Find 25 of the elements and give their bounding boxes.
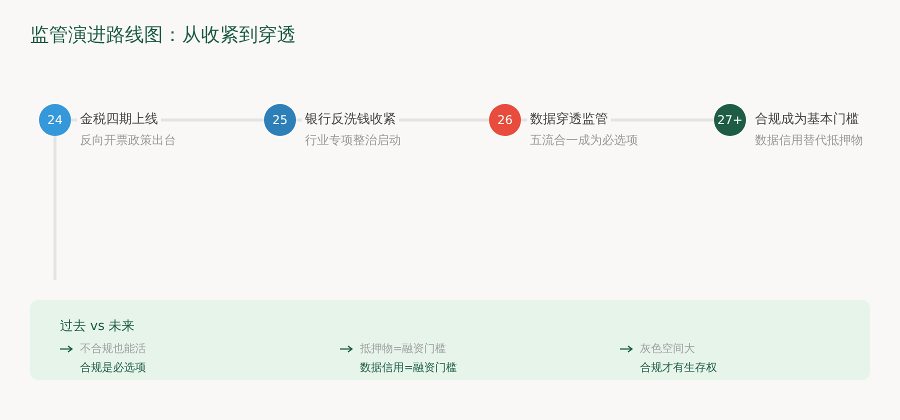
panel-heading: 过去 vs 未来 — [60, 318, 135, 335]
milestone-title: 银行反洗钱收紧 — [302, 112, 399, 128]
step-number: 24 — [46, 112, 64, 128]
comparison-panel — [30, 300, 870, 380]
milestone-title: 数据穿透监管 — [527, 112, 611, 128]
milestone-circle — [489, 104, 521, 136]
milestone-description: 反向开票政策出台 — [80, 133, 176, 148]
future-text: 数据信用=融资门槛 — [360, 360, 458, 375]
step-number: 25 — [271, 112, 289, 128]
milestone-description: 行业专项整治启动 — [305, 133, 401, 148]
past-text: 抵押物=融资门槛 — [360, 341, 446, 356]
past-text: 不合规也能活 — [80, 341, 146, 356]
milestone-circle — [714, 104, 746, 136]
milestone-title: 金税四期上线 — [77, 112, 161, 128]
future-text: 合规是必选项 — [80, 360, 146, 375]
past-text: 灰色空间大 — [640, 341, 695, 356]
step-number: 26 — [496, 112, 514, 128]
milestone-description: 五流合一成为必选项 — [530, 133, 638, 148]
milestone-description: 数据信用替代抵押物 — [755, 133, 863, 148]
diagram-title: 监管演进路线图：从收紧到穿透 — [30, 23, 296, 48]
milestone-circle — [264, 104, 296, 136]
milestone-circle — [39, 104, 71, 136]
future-text: 合规才有生存权 — [640, 360, 717, 375]
step-number: 27+ — [716, 112, 744, 128]
milestone-title: 合规成为基本门槛 — [752, 112, 862, 128]
